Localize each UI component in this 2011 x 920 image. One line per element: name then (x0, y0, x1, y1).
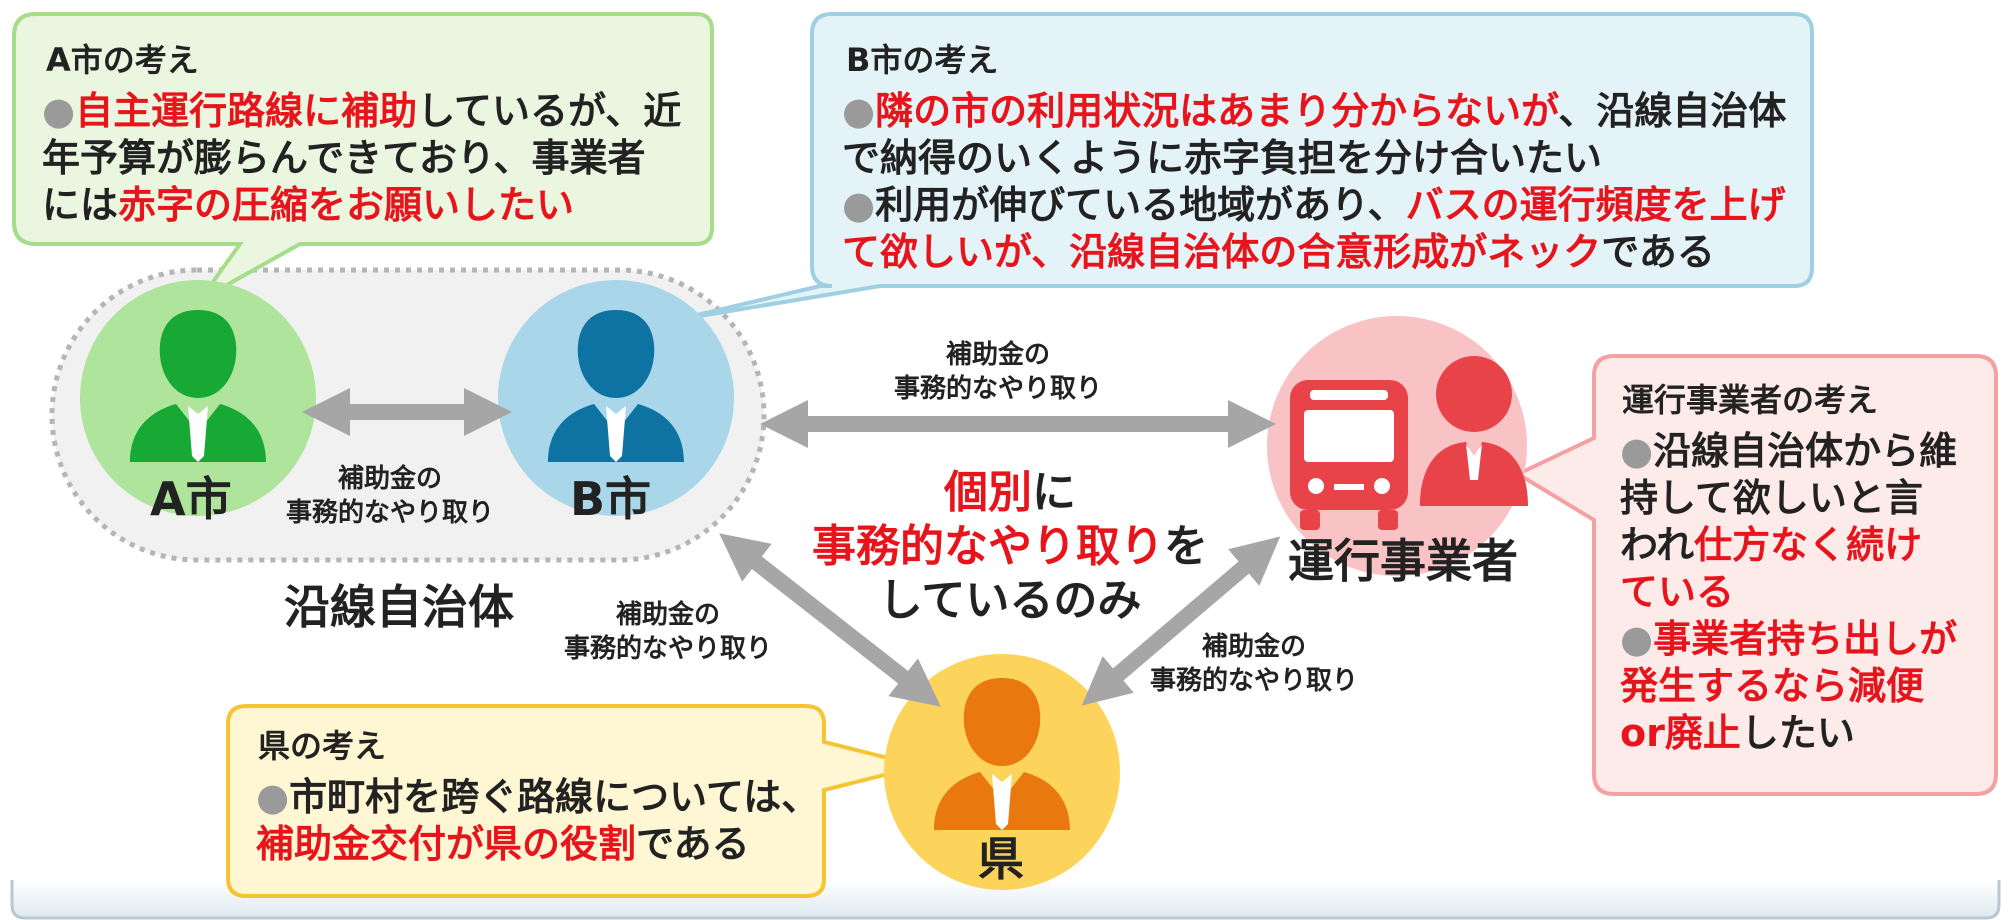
bullet-icon: ● (256, 775, 290, 819)
person-icon (130, 310, 266, 462)
caption-pref-operator: 補助金の事務的なやり取り (1150, 632, 1359, 696)
text-run: or廃止 (1620, 711, 1741, 755)
b-city-label: B市 (570, 472, 652, 526)
text-run: には (42, 183, 119, 227)
text-line: ●隣の市の利用状況はあまり分からないが、沿線自治体 (842, 88, 1786, 135)
operator-label: 運行事業者 (1288, 534, 1518, 588)
a-city-bubble (12, 12, 714, 302)
pref-bubble-title: 県の考え (258, 727, 387, 765)
a-city-bubble-title: A市の考え (46, 41, 199, 79)
text-run: 発生するなら減便 (1620, 664, 1925, 708)
text-line: ている (1620, 569, 1957, 616)
text-line: ●沿線自治体から維 (1620, 428, 1957, 475)
b-city-bubble-title: B市の考え (846, 41, 999, 79)
bullet-icon: ● (842, 89, 876, 133)
caption-b-pref: 補助金の事務的なやり取り (564, 600, 773, 664)
pref-circle (884, 654, 1120, 890)
a-city-label: A市 (150, 472, 232, 526)
text-line: われ仕方なく続け (1620, 522, 1957, 569)
text-run: 自主運行路線に補助 (75, 89, 418, 133)
operator-bubble (1513, 354, 1998, 796)
pref-bubble (226, 704, 921, 898)
text-run: 個別 (944, 467, 1032, 518)
bullet-icon: ● (842, 183, 876, 227)
text-line: ●市町村を跨ぐ路線については、 (256, 774, 819, 821)
text-line: で納得のいくように赤字負担を分け合いたい (842, 135, 1786, 182)
pref-label: 県 (978, 832, 1024, 886)
text-run: したい (1740, 711, 1855, 755)
text-line: ●事業者持ち出しが (1620, 616, 1957, 663)
center-message: 個別に事務的なやり取りをしているのみ (800, 466, 1220, 628)
caption-ab: 補助金の事務的なやり取り (286, 464, 495, 528)
person-icon (934, 678, 1070, 830)
text-run: 、沿線自治体 (1558, 89, 1787, 133)
text-line: ●自主運行路線に補助しているが、近 (42, 88, 681, 135)
text-run: 持して欲しいと言 (1620, 476, 1923, 520)
text-line: ●利用が伸びている地域があり、バスの運行頻度を上げ (842, 182, 1786, 229)
arrow-pref-operator (1081, 536, 1281, 706)
text-run: で納得のいくように赤字負担を分け合いたい (842, 136, 1603, 180)
text-run: 事業者持ち出しが (1653, 617, 1958, 661)
arrow-b-pref (719, 533, 941, 707)
operator-bubble-body: ●沿線自治体から維持して欲しいと言われ仕方なく続けている●事業者持ち出しが発生す… (1620, 428, 1957, 757)
a-city-bubble-body: ●自主運行路線に補助しているが、近年予算が膨らんできており、事業者には赤字の圧縮… (42, 88, 681, 229)
text-run: しているのみ (878, 575, 1142, 626)
text-run: バスの運行頻度を上げ (1405, 183, 1786, 227)
text-run: 補助金交付が県の役割 (256, 822, 637, 866)
text-run: 赤字の圧縮をお願いしたい (118, 183, 575, 227)
bullet-icon: ● (1620, 429, 1654, 473)
text-run: しているが、近 (417, 89, 682, 133)
pref-bubble-body: ●市町村を跨ぐ路線については、補助金交付が県の役割である (256, 774, 819, 868)
operator-bubble-title: 運行事業者の考え (1622, 381, 1879, 419)
text-run: て欲しいが、沿線自治体の合意形成がネック (842, 230, 1602, 274)
text-run: われ (1620, 523, 1695, 567)
person-icon (548, 310, 684, 462)
person-icon (1420, 356, 1528, 506)
text-run: を (1164, 521, 1208, 572)
text-line: 持して欲しいと言 (1620, 475, 1957, 522)
text-line: には赤字の圧縮をお願いしたい (42, 182, 681, 229)
bullet-icon: ● (42, 89, 76, 133)
bullet-icon: ● (1620, 617, 1654, 661)
municipalities-label: 沿線自治体 (284, 580, 514, 634)
bus-icon (1290, 380, 1408, 530)
caption-b-operator: 補助金の事務的なやり取り (894, 340, 1103, 404)
text-line: 事務的なやり取りを (800, 520, 1220, 574)
text-run: 隣の市の利用状況はあまり分からないが (875, 89, 1559, 133)
text-line: 補助金交付が県の役割である (256, 821, 819, 868)
text-run: 沿線自治体から維 (1653, 429, 1958, 473)
text-line: 発生するなら減便 (1620, 663, 1957, 710)
text-line: て欲しいが、沿線自治体の合意形成がネックである (842, 229, 1786, 276)
b-city-bubble-body: ●隣の市の利用状況はあまり分からないが、沿線自治体で納得のいくように赤字負担を分… (842, 88, 1786, 276)
text-run: 年予算が膨らんできており、事業者 (42, 136, 646, 180)
text-run: 利用が伸びている地域があり、 (875, 183, 1406, 227)
text-run: 市町村を跨ぐ路線については、 (289, 775, 820, 819)
text-run: 事務的なやり取り (812, 521, 1164, 572)
text-run: である (636, 822, 750, 866)
b-city-bubble (675, 12, 1814, 322)
text-run: に (1032, 467, 1076, 518)
text-run: である (1601, 230, 1715, 274)
text-run: ている (1620, 570, 1735, 614)
text-line: しているのみ (800, 574, 1220, 628)
text-run: 仕方なく続け (1694, 523, 1923, 567)
text-line: 個別に (800, 466, 1220, 520)
text-line: 年予算が膨らんできており、事業者 (42, 135, 681, 182)
text-line: or廃止したい (1620, 710, 1957, 757)
